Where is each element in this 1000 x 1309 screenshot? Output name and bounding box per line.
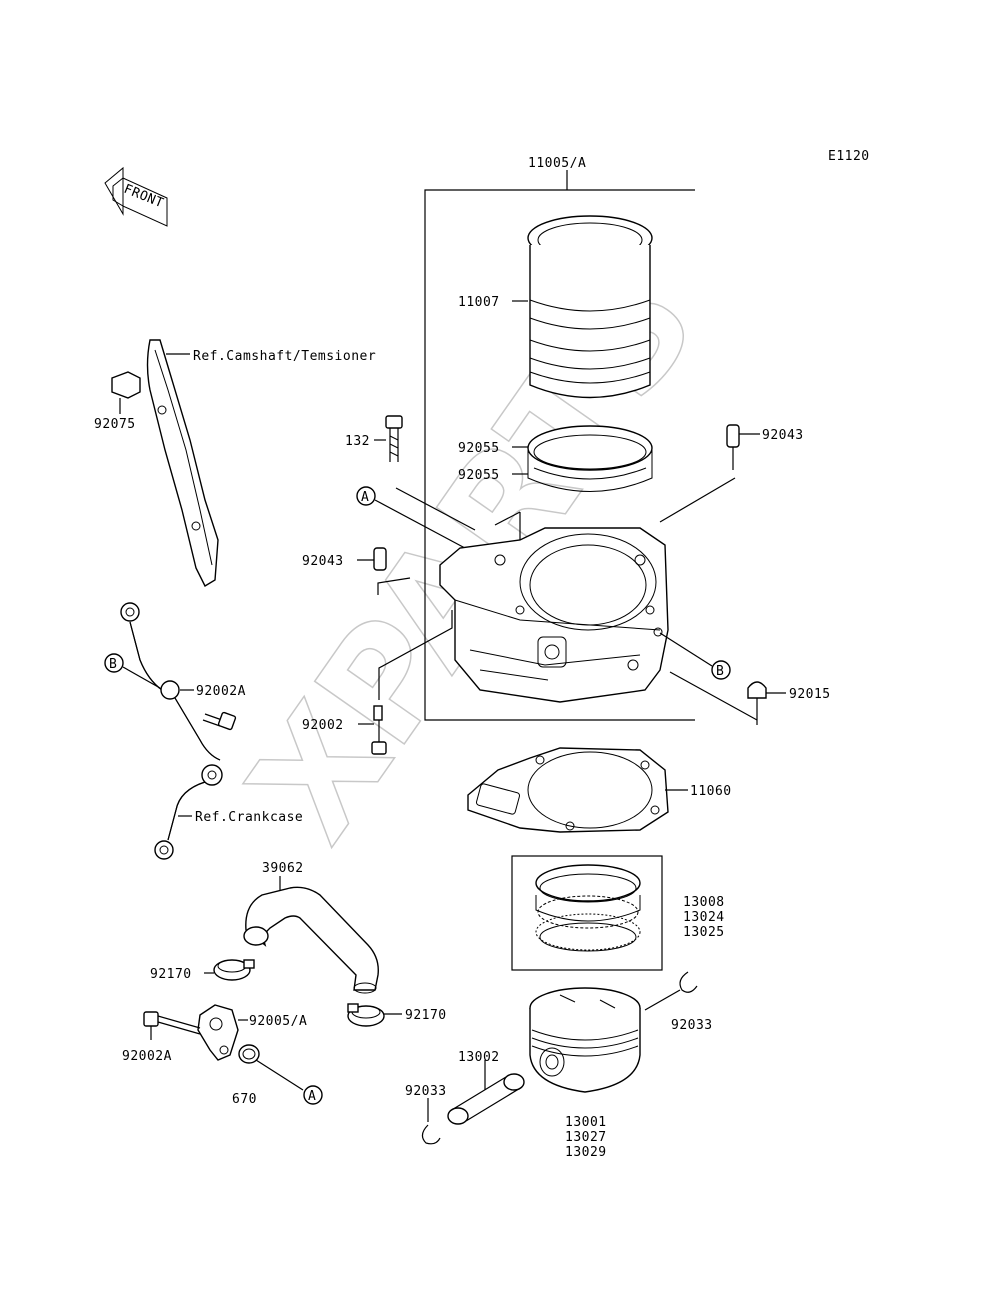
label-11005A: 11005/A bbox=[528, 156, 586, 171]
label-13001: 13001 bbox=[565, 1115, 607, 1130]
o-ring bbox=[238, 1044, 304, 1091]
label-92075: 92075 bbox=[94, 417, 136, 432]
label-13027: 13027 bbox=[565, 1130, 607, 1145]
label-13029: 13029 bbox=[565, 1145, 607, 1160]
bolt-132 bbox=[374, 415, 476, 531]
label-92015: 92015 bbox=[789, 687, 831, 702]
svg-text:A: A bbox=[308, 1089, 316, 1104]
bolt-92002a-upper bbox=[180, 689, 237, 731]
label-13002: 13002 bbox=[458, 1050, 500, 1065]
cylinder-bracket bbox=[424, 170, 695, 721]
label-132: 132 bbox=[345, 434, 370, 449]
svg-text:B: B bbox=[716, 664, 724, 679]
label-92033-b: 92033 bbox=[405, 1084, 447, 1099]
label-92055-a: 92055 bbox=[458, 441, 500, 456]
svg-text:A: A bbox=[361, 490, 369, 505]
label-11060: 11060 bbox=[690, 784, 732, 799]
dowel-pin-left bbox=[357, 547, 411, 595]
cylinder-block bbox=[439, 511, 669, 703]
cylinder-liner bbox=[527, 215, 653, 399]
circlip-left bbox=[421, 1098, 441, 1145]
piston-rings-set bbox=[511, 855, 663, 971]
label-670: 670 bbox=[232, 1092, 257, 1107]
label-92002A-a: 92002A bbox=[196, 684, 246, 699]
label-92033-a: 92033 bbox=[671, 1018, 713, 1033]
piston-pin bbox=[447, 1060, 525, 1125]
breather-hose bbox=[243, 876, 379, 994]
label-92170-a: 92170 bbox=[150, 967, 192, 982]
label-13008: 13008 bbox=[683, 895, 725, 910]
label-ref-camshaft: Ref.Camshaft/Temsioner bbox=[193, 349, 376, 364]
base-gasket bbox=[467, 747, 688, 833]
label-92055-b: 92055 bbox=[458, 468, 500, 483]
callout-a-bottom: A bbox=[303, 1085, 323, 1105]
label-13025: 13025 bbox=[683, 925, 725, 940]
label-92005A: 92005/A bbox=[249, 1014, 307, 1029]
acorn-nut bbox=[669, 671, 786, 725]
label-92043-b: 92043 bbox=[302, 554, 344, 569]
cam-chain-guide bbox=[146, 339, 219, 587]
dowel-pin-upper bbox=[659, 424, 760, 523]
hose-clamp-left bbox=[204, 959, 255, 981]
hose-clamp-right bbox=[347, 1003, 402, 1027]
callout-a-top: A bbox=[356, 486, 479, 556]
label-92002: 92002 bbox=[302, 718, 344, 733]
label-39062: 39062 bbox=[262, 861, 304, 876]
diagram-code: E1120 bbox=[828, 149, 870, 164]
svg-text:FRONT: FRONT bbox=[122, 182, 166, 212]
label-ref-crankcase: Ref.Crankcase bbox=[195, 810, 303, 825]
label-13024: 13024 bbox=[683, 910, 725, 925]
callout-b-left: B bbox=[104, 653, 161, 689]
callout-b-right: B bbox=[659, 632, 731, 680]
label-92002A-b: 92002A bbox=[122, 1049, 172, 1064]
bolt-92002a-lower bbox=[143, 1011, 201, 1040]
label-92170-b: 92170 bbox=[405, 1008, 447, 1023]
front-arrow-icon: FRONT bbox=[104, 166, 168, 227]
oil-pipe bbox=[120, 602, 223, 860]
seal-rings bbox=[527, 425, 653, 492]
label-11007: 11007 bbox=[458, 295, 500, 310]
circlip-right bbox=[644, 971, 698, 1011]
piston bbox=[529, 987, 641, 1093]
guide-clip bbox=[111, 371, 141, 414]
stud-92002 bbox=[358, 610, 453, 755]
svg-text:B: B bbox=[109, 657, 117, 672]
label-92043-a: 92043 bbox=[762, 428, 804, 443]
breather-fitting bbox=[197, 1004, 248, 1061]
